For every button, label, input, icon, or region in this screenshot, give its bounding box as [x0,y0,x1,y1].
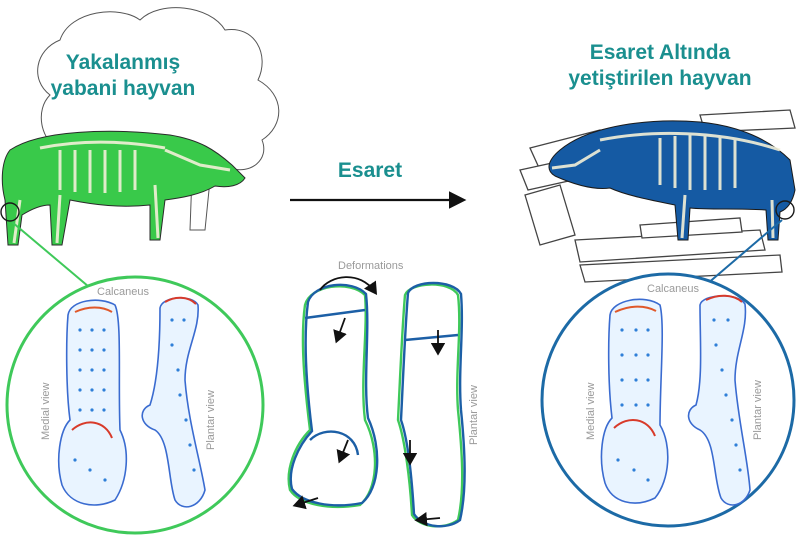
right-calcaneus-label: Calcaneus [647,283,699,295]
right-title-line1: Esaret Altında [589,41,731,64]
deformation-arrows [292,276,446,527]
left-calcaneus-label: Calcaneus [97,286,149,298]
center-label: Esaret [337,159,403,182]
deformation-plantar-bone [396,281,466,528]
left-plantar-view-label: Plantar view [205,390,217,450]
right-title: Esaret Altında yetiştirilen hayvan [525,40,795,93]
deformations-label: Deformations [338,260,404,272]
left-connector-line [11,221,96,293]
left-title-line2: yabani hayvan [50,77,196,101]
left-title-line1: Yakalanmış [65,51,181,74]
right-title-line2: yetiştirilen hayvan [568,67,752,91]
right-connector-line [699,219,783,291]
wild-boar-icon [0,130,246,246]
center-plantar-view-label: Plantar view [468,385,480,445]
right-plantar-view-label: Plantar view [752,380,764,440]
right-medial-view-label: Medial view [585,382,597,440]
right-calcaneus-plantar [687,294,751,506]
left-calcaneus-medial [57,299,128,506]
left-calcaneus-plantar [141,296,206,508]
captive-boar-icon [548,120,796,241]
left-medial-view-label: Medial view [40,382,52,440]
deformation-medial-bone [287,283,379,509]
left-title: Yakalanmış yabani hayvan [18,50,228,103]
right-calcaneus-medial [600,298,669,504]
